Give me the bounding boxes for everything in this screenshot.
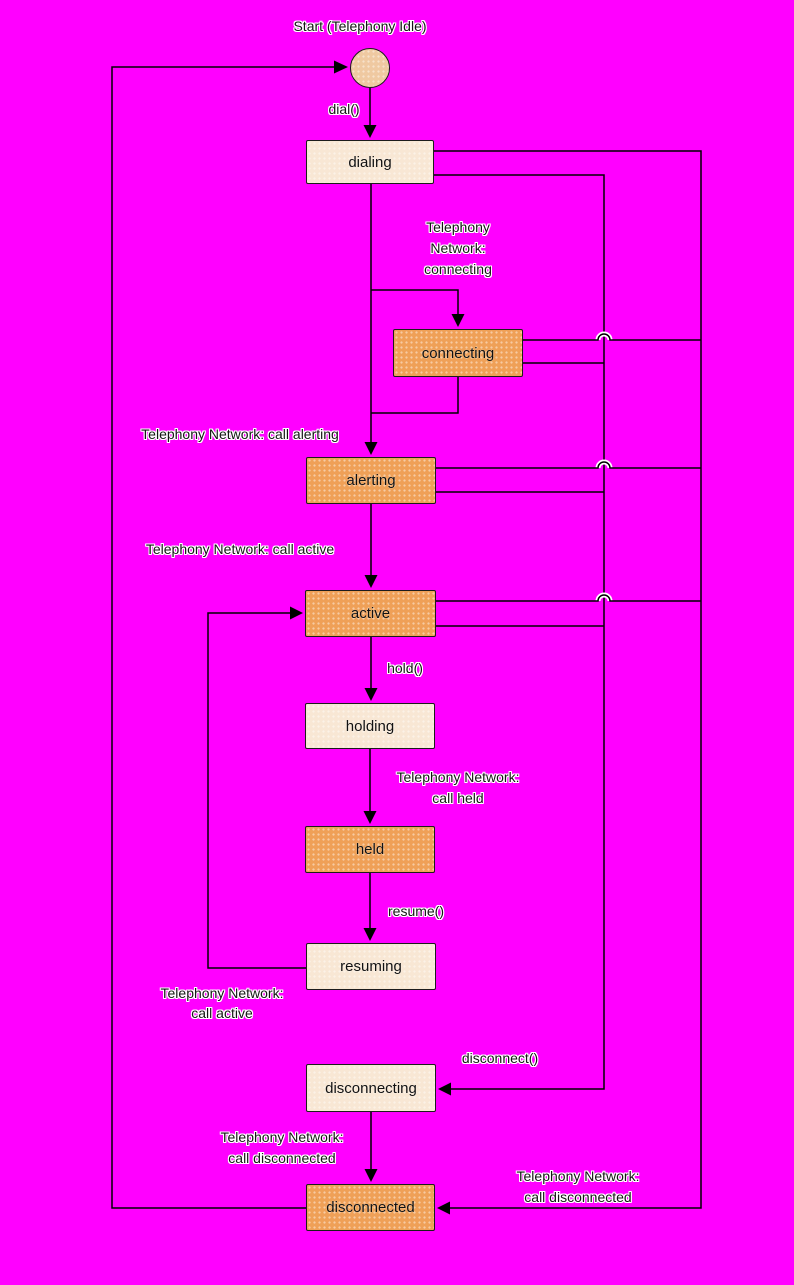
label-line: Telephony Network: — [220, 1129, 344, 1145]
label-line: Network: — [430, 240, 486, 256]
label-line: Telephony Network: — [516, 1168, 640, 1184]
label-line: call disconnected — [524, 1189, 632, 1205]
label-line: Telephony Network: — [396, 769, 520, 785]
label-call-disconnected-left: Telephony Network: call disconnected — [221, 1127, 344, 1169]
start-caption: Start (Telephony Idle) — [293, 18, 427, 34]
edge-from-connecting — [371, 377, 459, 414]
label-line: connecting — [424, 261, 492, 277]
state-disconnecting: disconnecting — [306, 1064, 436, 1112]
state-holding: holding — [305, 703, 435, 749]
edge-resuming-to-active — [207, 606, 306, 969]
edge-disconnected-to-start — [111, 60, 348, 1209]
label-call-active-loop: Telephony Network: call active — [161, 983, 284, 1023]
state-active: active — [305, 590, 436, 637]
label-resume: resume() — [387, 903, 445, 919]
edge-alerting-to-active — [364, 504, 378, 588]
label-line: call disconnected — [228, 1150, 336, 1166]
label-hold: hold() — [387, 660, 423, 676]
label-call-disconnected-right: Telephony Network: call disconnected — [517, 1166, 640, 1208]
edge-start-to-dialing — [363, 88, 377, 138]
edge-active-to-holding — [364, 637, 378, 701]
label-line: Telephony Network: — [160, 985, 284, 1001]
label-disconnect: disconnect() — [461, 1050, 539, 1066]
label-line: call held — [432, 790, 484, 806]
edge-call-disconnected-trunk — [434, 150, 702, 1215]
edge-disconnect-trunk — [434, 174, 605, 1096]
edge-held-to-resuming — [363, 873, 377, 941]
state-held: held — [305, 826, 435, 873]
label-net-connecting: Telephony Network: connecting — [424, 217, 492, 280]
start-state-circle — [350, 48, 390, 88]
label-dial: dial() — [328, 101, 360, 117]
state-dialing: dialing — [306, 140, 434, 184]
label-call-held: Telephony Network: call held — [397, 767, 520, 809]
state-alerting: alerting — [306, 457, 436, 504]
edge-dialing-to-alerting — [364, 184, 378, 455]
edge-to-connecting — [371, 289, 465, 327]
label-line: Telephony — [426, 219, 490, 235]
label-call-active: Telephony Network: call active — [145, 541, 335, 557]
state-connecting: connecting — [393, 329, 523, 377]
edge-disconnecting-to-disconnected — [364, 1112, 378, 1182]
label-line: call active — [191, 1005, 253, 1021]
state-disconnected: disconnected — [306, 1184, 435, 1231]
edge-holding-to-held — [363, 749, 377, 824]
label-call-alerting: Telephony Network: call alerting — [141, 426, 339, 442]
state-resuming: resuming — [306, 943, 436, 990]
